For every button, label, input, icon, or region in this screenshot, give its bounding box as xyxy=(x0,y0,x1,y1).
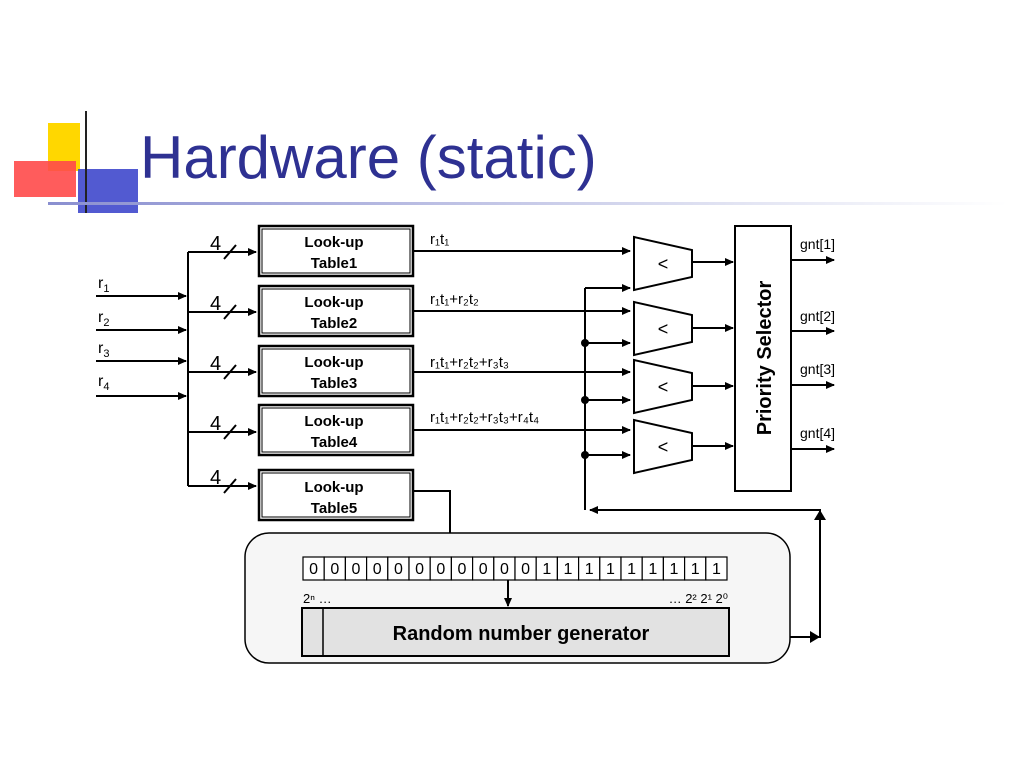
table5-output-line xyxy=(414,490,454,553)
register-bit-value: 1 xyxy=(606,561,615,578)
grant-label-2: gnt[2] xyxy=(800,308,835,324)
lookup-table-5: Look-up Table5 xyxy=(257,468,415,522)
register-bit-value: 0 xyxy=(521,561,530,578)
svg-text:Table1: Table1 xyxy=(311,255,357,272)
svg-text:<: < xyxy=(658,377,669,397)
register-bit-value: 0 xyxy=(500,561,509,578)
rng-output-arrowhead xyxy=(810,631,820,643)
register-bit-value: 1 xyxy=(627,561,636,578)
bus-width-label: 4 xyxy=(210,467,221,489)
register-lsb-label: … 2² 2¹ 2⁰ xyxy=(669,591,728,606)
comparator-1: < xyxy=(633,235,693,292)
svg-text:Look-up: Look-up xyxy=(304,294,363,311)
bus-width-label: 4 xyxy=(210,413,221,435)
bus-branches xyxy=(188,244,257,494)
lookup-table-4: Look-up Table4 xyxy=(257,403,415,457)
svg-text:<: < xyxy=(658,437,669,457)
page-title: Hardware (static) xyxy=(140,124,597,191)
random-feed-lines xyxy=(581,284,631,510)
grant-output-lines xyxy=(791,256,835,453)
blue-square xyxy=(78,169,138,213)
bus-width-label: 4 xyxy=(210,233,221,255)
svg-text:Random number generator: Random number generator xyxy=(393,623,650,645)
red-square xyxy=(14,161,76,197)
svg-text:Table3: Table3 xyxy=(311,375,357,392)
lookup-table-1: Look-up Table1 xyxy=(257,224,415,278)
comparator-2: < xyxy=(633,300,693,357)
svg-text:Table5: Table5 xyxy=(311,500,357,517)
register-bit-value: 1 xyxy=(585,561,594,578)
title-underline xyxy=(48,202,1008,205)
comparator-4: < xyxy=(633,418,693,475)
comparator-outputs xyxy=(692,258,734,450)
register-bit-value: 0 xyxy=(394,561,403,578)
svg-text:Look-up: Look-up xyxy=(304,234,363,251)
rng-feedback-arrowhead xyxy=(814,510,826,520)
input-label-r2: r2 xyxy=(98,309,109,329)
lookup-table-2: Look-up Table2 xyxy=(257,284,415,338)
svg-text:Look-up: Look-up xyxy=(304,413,363,430)
register-bit-value: 0 xyxy=(373,561,382,578)
sum-label-4: r₁t₁+r₂t₂+r₃t₃+r₄t₄ xyxy=(430,409,539,426)
svg-text:Priority Selector: Priority Selector xyxy=(754,281,776,436)
input-label-r4: r4 xyxy=(98,373,109,393)
svg-text:<: < xyxy=(658,319,669,339)
sum-label-2: r₁t₁+r₂t₂ xyxy=(430,291,479,308)
bus-width-label: 4 xyxy=(210,293,221,315)
register-bit-cell xyxy=(705,556,728,581)
random-number-generator: Random number generator xyxy=(301,607,730,657)
register-bit-value: 1 xyxy=(712,561,721,578)
grant-label-3: gnt[3] xyxy=(800,361,835,377)
register-bit-value: 0 xyxy=(330,561,339,578)
sum-label-1: r₁t₁ xyxy=(430,231,449,248)
register-bit-value: 1 xyxy=(648,561,657,578)
sum-label-3: r₁t₁+r₂t₂+r₃t₃ xyxy=(430,354,509,371)
input-label-r1: r1 xyxy=(98,275,109,295)
register-bit-value: 0 xyxy=(436,561,445,578)
svg-text:<: < xyxy=(658,254,669,274)
register-bit-value: 0 xyxy=(352,561,361,578)
svg-text:Look-up: Look-up xyxy=(304,354,363,371)
input-signals xyxy=(96,292,187,400)
grant-label-4: gnt[4] xyxy=(800,425,835,441)
register-bit-value: 1 xyxy=(542,561,551,578)
register-bit-value: 0 xyxy=(415,561,424,578)
svg-text:Table4: Table4 xyxy=(311,434,358,451)
register-msb-label: 2ⁿ … xyxy=(303,591,332,606)
lookup-table-3: Look-up Table3 xyxy=(257,344,415,398)
register-bit-value: 0 xyxy=(479,561,488,578)
sum-lines xyxy=(414,247,631,434)
bus-width-label: 4 xyxy=(210,353,221,375)
register-bit-value: 0 xyxy=(458,561,467,578)
svg-text:Look-up: Look-up xyxy=(304,479,363,496)
register-bit-value: 1 xyxy=(670,561,679,578)
register-bit-value: 1 xyxy=(564,561,573,578)
priority-selector: Priority Selector xyxy=(734,225,792,492)
input-label-r3: r3 xyxy=(98,340,109,360)
register-bit-value: 0 xyxy=(309,561,318,578)
grant-label-1: gnt[1] xyxy=(800,236,835,252)
register-bit-value: 1 xyxy=(691,561,700,578)
comparator-3: < xyxy=(633,358,693,415)
svg-text:Table2: Table2 xyxy=(311,315,357,332)
